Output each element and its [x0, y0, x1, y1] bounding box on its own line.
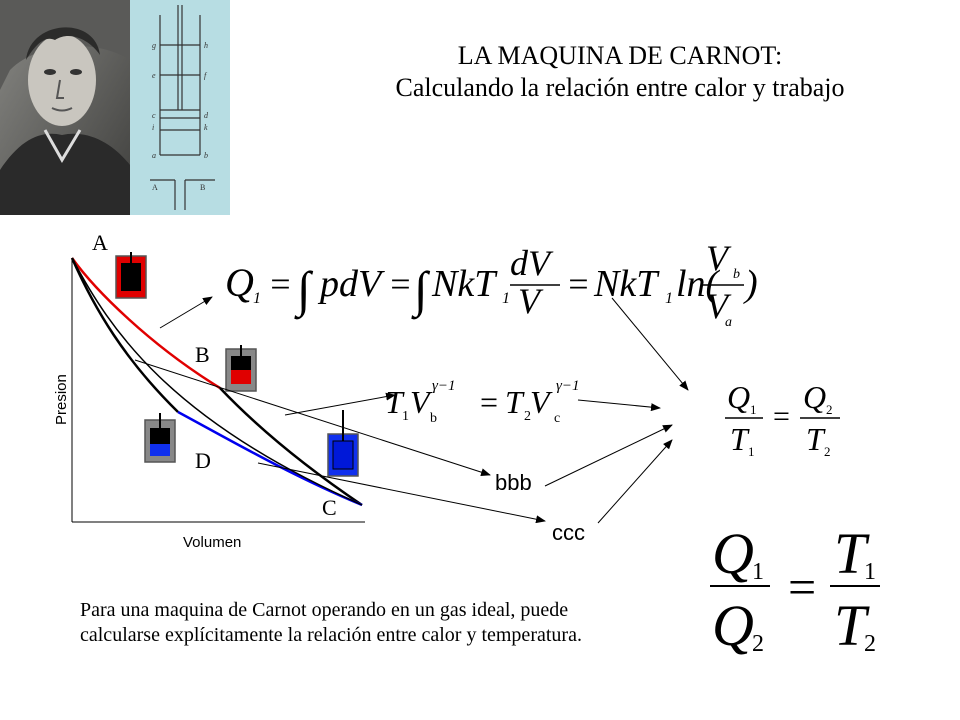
label-ccc: ccc: [552, 520, 585, 545]
svg-text:f: f: [204, 71, 208, 80]
hot-isotherm: [70, 257, 221, 390]
svg-text:Q: Q: [727, 379, 750, 415]
svg-text:1: 1: [402, 409, 409, 424]
svg-text:k: k: [204, 123, 208, 132]
svg-text:∫: ∫: [411, 261, 431, 320]
point-d-label: D: [195, 448, 211, 473]
svg-text:NkT: NkT: [593, 263, 660, 305]
svg-text:V: V: [706, 238, 732, 278]
caption: Para una maquina de Carnot operando en u…: [80, 599, 582, 646]
svg-text:V: V: [410, 384, 433, 420]
x-axis-label: Volumen: [183, 534, 241, 551]
svg-text:b: b: [430, 411, 437, 426]
svg-text:T: T: [730, 421, 750, 457]
svg-text:=: =: [773, 400, 790, 433]
arrow-to-ccc: [257, 462, 546, 524]
svg-text:T: T: [806, 421, 826, 457]
svg-text:1: 1: [752, 559, 764, 585]
svg-text:h: h: [204, 41, 208, 50]
svg-text:2: 2: [824, 444, 831, 459]
svg-text:B: B: [200, 183, 205, 192]
point-b-label: B: [195, 342, 210, 367]
arrow-q1-to-ratio: [611, 297, 689, 391]
svg-text:ln(: ln(: [676, 263, 721, 305]
equation-q1: Q 1 = ∫ pdV = ∫ NkT 1 dV V = NkT 1 ln( V…: [225, 238, 758, 330]
equation-ratio-1: Q 1 T 1 = Q 2 T 2: [725, 379, 840, 459]
carnot-portrait: [0, 0, 130, 215]
svg-text:2: 2: [864, 631, 876, 657]
svg-text:1: 1: [665, 290, 673, 307]
piston-b: [225, 345, 257, 392]
svg-text:γ−1: γ−1: [432, 378, 456, 394]
point-a-label: A: [92, 230, 108, 255]
svg-text:2: 2: [752, 631, 764, 657]
svg-text:V: V: [530, 384, 553, 420]
svg-text:e: e: [152, 71, 156, 80]
svg-text:=: =: [566, 264, 590, 304]
svg-text:g: g: [152, 41, 156, 50]
svg-text:2: 2: [826, 402, 833, 417]
svg-text:2: 2: [524, 409, 531, 424]
label-bbb: bbb: [495, 470, 532, 495]
svg-text:V: V: [518, 281, 544, 321]
svg-text:b: b: [204, 151, 208, 160]
svg-text:=: =: [388, 264, 412, 304]
svg-text:Q: Q: [225, 260, 254, 305]
svg-text:γ−1: γ−1: [556, 378, 580, 394]
svg-text:b: b: [733, 267, 740, 282]
svg-text:T: T: [505, 384, 525, 420]
arrow-to-adiabatic: [284, 392, 396, 416]
adiabat-ad: [70, 257, 179, 413]
svg-text:T: T: [834, 593, 870, 658]
svg-text:a: a: [152, 151, 156, 160]
svg-text:c: c: [152, 111, 156, 120]
arrow-to-q1: [159, 296, 213, 329]
equation-ratio-2: Q 1 Q 2 = T 1 T 2: [710, 521, 880, 658]
piston-d: [144, 413, 176, 463]
svg-text:T: T: [385, 384, 405, 420]
svg-text:a: a: [725, 315, 732, 330]
svg-text:T: T: [834, 521, 870, 586]
svg-text:pdV: pdV: [317, 263, 385, 305]
svg-text:1: 1: [750, 402, 757, 417]
svg-text:c: c: [554, 411, 560, 426]
svg-text:V: V: [706, 286, 732, 326]
arrow-adiabatic-to-ratio: [577, 399, 661, 412]
cylinder-drawing: g h e f c d i k a b A B: [130, 0, 230, 215]
svg-text:dV: dV: [510, 243, 554, 283]
point-c-label: C: [322, 495, 337, 520]
svg-text:d: d: [204, 111, 209, 120]
svg-text:Q: Q: [712, 521, 754, 586]
svg-text:1: 1: [748, 444, 755, 459]
svg-text:1: 1: [864, 559, 876, 585]
title: LA MAQUINA DE CARNOT: Calculando la rela…: [300, 40, 940, 104]
adiabat-bc: [219, 387, 363, 507]
reference-curve: [71, 257, 363, 506]
svg-text:): ): [743, 263, 758, 305]
arrow-to-bbb: [134, 359, 491, 477]
piston-a: [115, 252, 147, 299]
svg-text:i: i: [152, 123, 154, 132]
arrow-ccc-to-ratio: [597, 439, 673, 524]
svg-text:NkT: NkT: [431, 263, 498, 305]
svg-text:=: =: [788, 559, 816, 615]
svg-text:∫: ∫: [294, 261, 314, 320]
equation-adiabatic: T 1 V b γ−1 = T 2 V c γ−1: [385, 378, 580, 426]
svg-text:=: =: [480, 384, 498, 420]
arrow-bbb-to-ratio: [544, 424, 673, 487]
svg-text:=: =: [268, 264, 292, 304]
svg-text:1: 1: [502, 290, 510, 307]
svg-text:A: A: [152, 183, 158, 192]
svg-text:1: 1: [253, 290, 261, 307]
piston-c: [327, 410, 359, 477]
svg-text:Q: Q: [803, 379, 826, 415]
y-axis-label: Presion: [53, 374, 70, 425]
title-line-1: LA MAQUINA DE CARNOT:: [457, 41, 783, 70]
title-line-2: Calculando la relación entre calor y tra…: [395, 73, 845, 102]
svg-text:Q: Q: [712, 593, 754, 658]
